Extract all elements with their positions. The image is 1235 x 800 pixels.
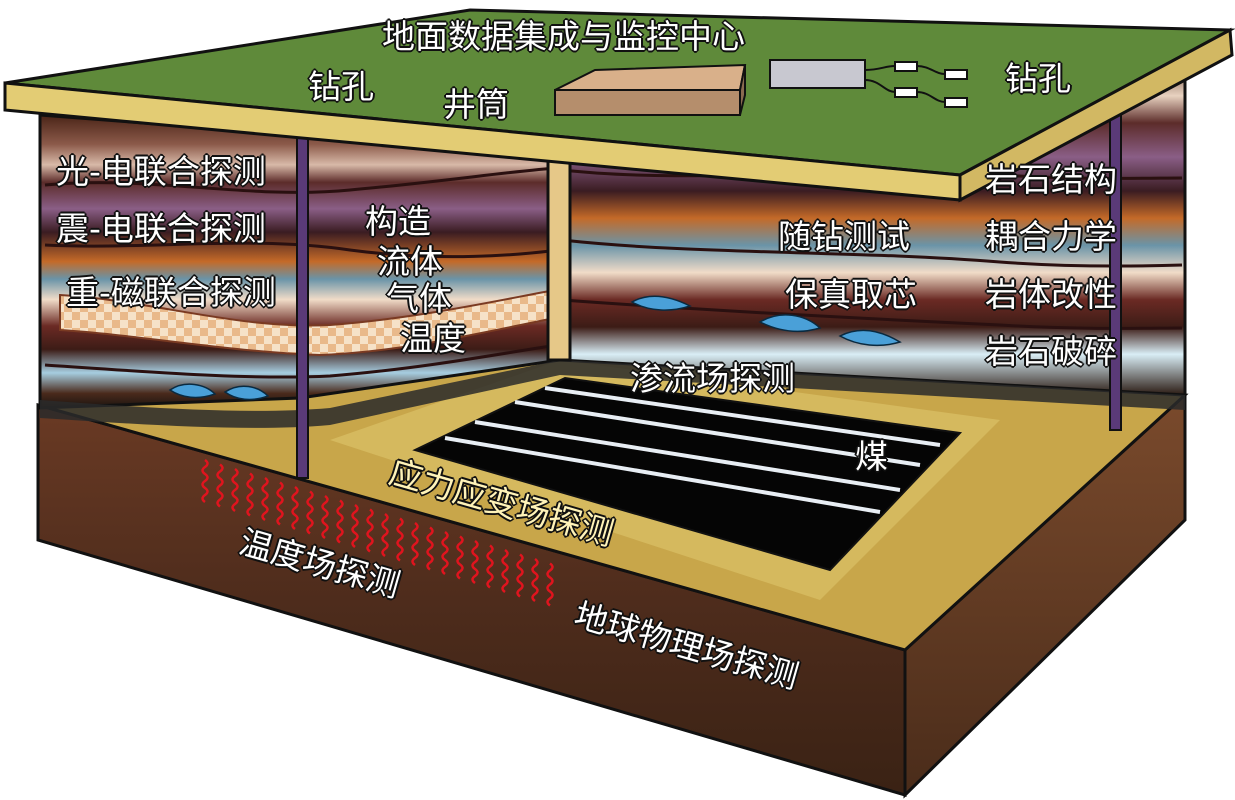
heat-wave (501, 548, 509, 594)
sensor-cables (864, 65, 946, 103)
heat-wave (231, 467, 239, 513)
heat-wave (456, 535, 464, 580)
center-label: 地面数据集成与监控中心 (382, 17, 745, 56)
borehole-left (296, 99, 309, 479)
gravel-band (40, 360, 1185, 428)
monitor-unit (769, 59, 866, 89)
heat-wave (261, 476, 269, 522)
heat-wave (381, 512, 389, 558)
seismic-electric-label: 震-电联合探测 (56, 209, 266, 248)
heat-wave (546, 562, 554, 607)
heat-wave (411, 521, 419, 567)
heat-wave (396, 517, 404, 562)
heat-wave (276, 481, 284, 526)
shaft-label: 井筒 (443, 85, 509, 124)
gas-label: 气体 (386, 279, 452, 318)
mwd-test-label: 随钻测试 (778, 217, 910, 256)
heat-wave (351, 503, 359, 549)
rock-structure-label: 岩石结构 (985, 160, 1117, 199)
heat-waves (201, 458, 554, 607)
coupled-mechanics-label: 耦合力学 (985, 217, 1117, 256)
photo-electric-label: 光-电联合探测 (56, 152, 266, 191)
heat-wave (366, 508, 374, 553)
heat-wave (516, 553, 524, 598)
seepage-field-label: 渗流场探测 (630, 359, 795, 398)
borehole-right (1109, 84, 1122, 431)
temperature-label: 温度 (400, 319, 466, 358)
heat-wave (471, 539, 479, 585)
fluid-label: 流体 (377, 242, 443, 281)
structure-label: 构造 (365, 202, 431, 241)
surface-slab-right-edge (958, 27, 1234, 203)
heat-wave (201, 458, 209, 504)
heat-wave (291, 485, 299, 531)
coal-label: 煤 (855, 437, 888, 476)
heat-wave (426, 526, 434, 571)
rock-modification-label: 岩体改性 (985, 275, 1117, 314)
heat-wave (321, 494, 329, 540)
rock-breaking-label: 岩石破碎 (985, 332, 1117, 371)
heat-wave (441, 530, 449, 576)
core-preservation-label: 保真取芯 (785, 275, 917, 314)
borehole-right-label: 钻孔 (1005, 59, 1071, 98)
control-center-building (554, 63, 747, 116)
heat-wave (486, 544, 494, 589)
heat-wave (246, 472, 254, 517)
water-lenses (168, 295, 902, 401)
borehole-left-label: 钻孔 (308, 67, 374, 106)
heat-wave (306, 490, 314, 535)
heat-wave (216, 463, 224, 508)
gravity-magnetic-label: 重-磁联合探测 (66, 273, 276, 312)
heat-wave (531, 557, 539, 603)
heat-wave (336, 499, 344, 544)
roadway-lines (444, 386, 941, 514)
